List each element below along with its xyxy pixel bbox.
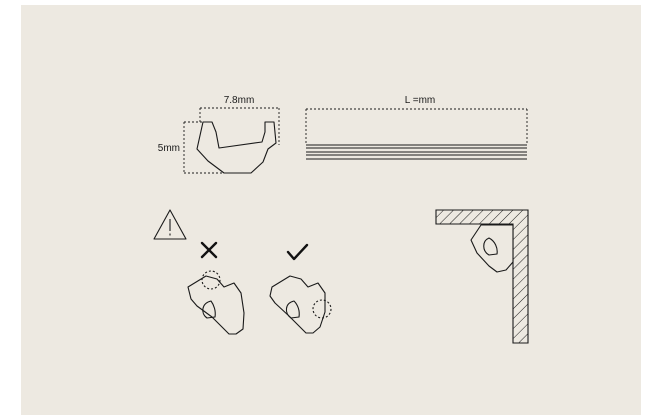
- warning-triangle-icon: [153, 209, 187, 240]
- diagram-canvas: [21, 5, 641, 415]
- profile-cross-section: [196, 121, 277, 174]
- check-icon: [286, 243, 309, 261]
- wrong-clip-example: [187, 270, 245, 335]
- width-dimension-line: [199, 107, 280, 145]
- length-label: L =mm: [405, 95, 435, 106]
- corner-mounted-clip: [470, 224, 514, 273]
- correct-clip-example: [269, 275, 332, 334]
- corner-wall-hatched: [435, 209, 529, 344]
- height-label: 5mm: [158, 143, 180, 154]
- profile-side-view: [306, 144, 527, 160]
- height-dimension-line: [183, 121, 224, 174]
- width-label: 7.8mm: [224, 95, 255, 106]
- cross-icon: [200, 241, 218, 259]
- length-dimension-line: [305, 108, 528, 145]
